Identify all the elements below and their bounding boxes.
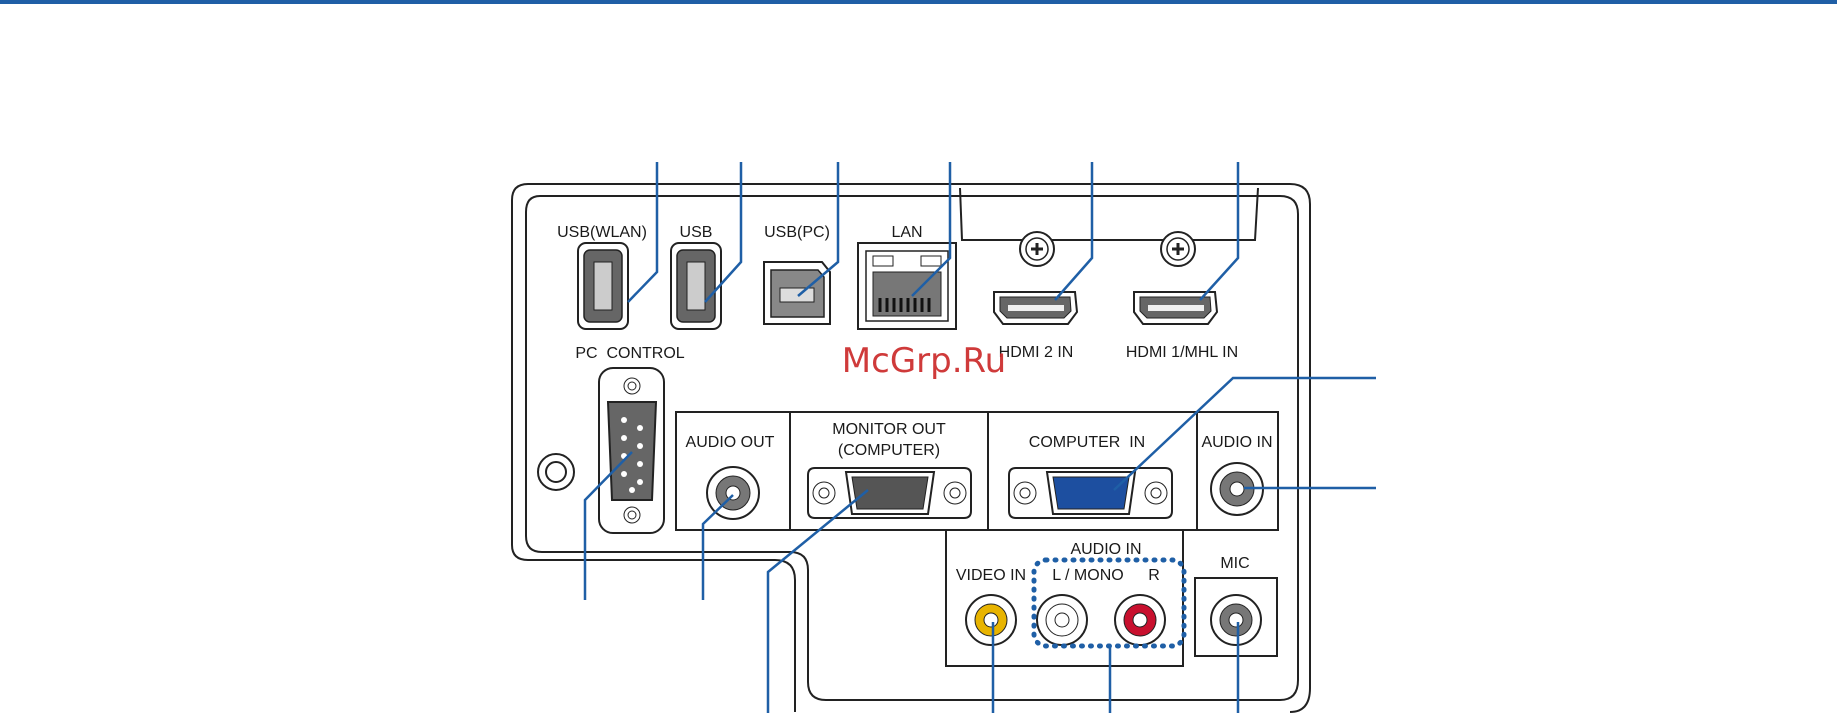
hdmi2-label: HDMI 2 IN — [999, 344, 1074, 361]
callout-hdmi2 — [1055, 162, 1092, 300]
lan-label: LAN — [891, 224, 922, 241]
audio-out-label: AUDIO OUT — [686, 434, 775, 451]
video-in-jack — [966, 595, 1016, 645]
audio-in-rca-label: AUDIO IN — [1070, 541, 1141, 558]
audio-l-mono-jack — [1037, 595, 1087, 645]
av-box-outline — [676, 412, 1278, 530]
monitor-out-label: MONITOR OUT — [832, 421, 946, 438]
screw-icon — [1161, 232, 1195, 266]
audio-r-jack — [1115, 595, 1165, 645]
monitor-out-sub-label: (COMPUTER) — [838, 442, 940, 459]
mounting-hole-icon — [538, 454, 574, 490]
pc-control-label: PC CONTROL — [575, 345, 684, 362]
computer-in-port — [1009, 468, 1172, 518]
callout-monitor-out — [768, 490, 868, 713]
l-mono-label: L / MONO — [1052, 567, 1123, 584]
usb-wlan-label: USB(WLAN) — [557, 224, 647, 241]
mic-label: MIC — [1220, 555, 1249, 572]
hdmi1-label: HDMI 1/MHL IN — [1126, 344, 1238, 361]
usb-label: USB — [680, 224, 713, 241]
watermark: McGrp.Ru — [842, 341, 1006, 381]
usb-pc-label: USB(PC) — [764, 224, 830, 241]
screw-icon — [1020, 232, 1054, 266]
audio-in-label: AUDIO IN — [1201, 434, 1272, 451]
callout-hdmi1 — [1200, 162, 1238, 300]
usb-wlan-port — [578, 243, 628, 329]
video-in-label: VIDEO IN — [956, 567, 1026, 584]
usb-pc-port — [764, 262, 830, 324]
hdmi2-port — [994, 292, 1077, 324]
r-label: R — [1148, 567, 1160, 584]
mic-jack — [1211, 595, 1261, 645]
computer-in-label: COMPUTER IN — [1029, 434, 1145, 451]
usb-port — [671, 243, 721, 329]
pc-control-port — [599, 368, 664, 533]
lan-port — [858, 243, 956, 329]
monitor-out-port — [808, 468, 971, 518]
